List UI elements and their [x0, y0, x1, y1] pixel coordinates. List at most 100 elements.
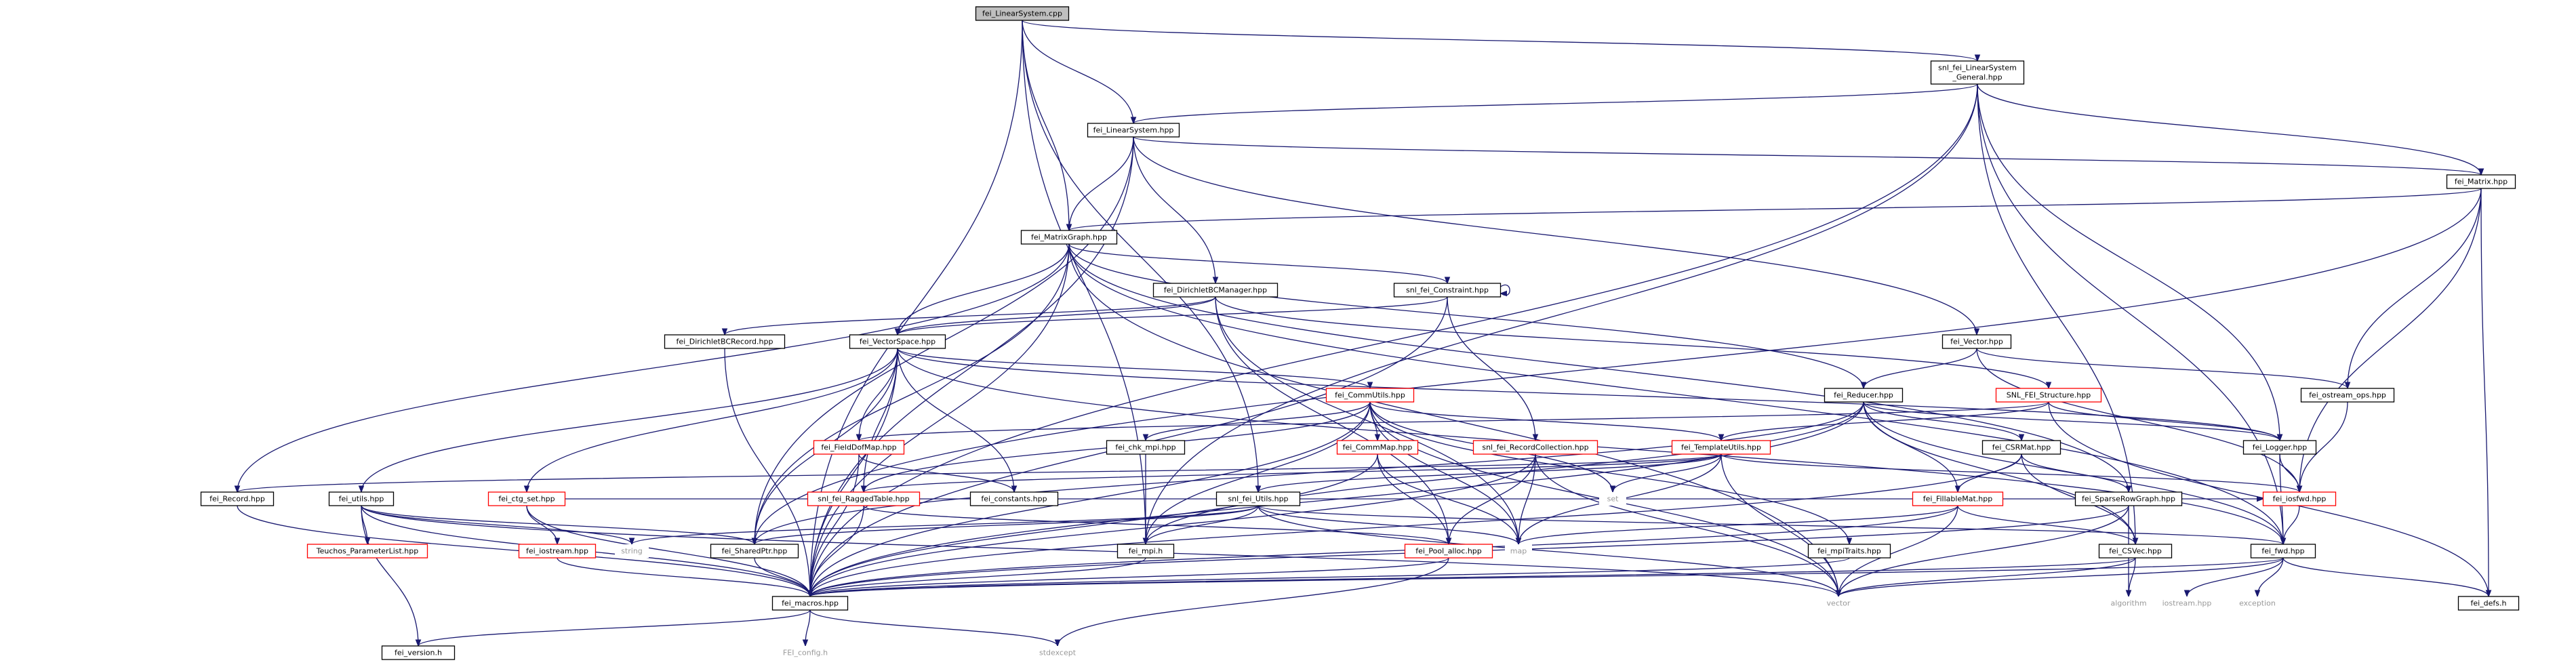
- node-box: [1393, 283, 1502, 298]
- node-fei-macros-hpp[interactable]: fei_macros.hpp: [771, 596, 849, 611]
- node-fei-mpitraits-hpp[interactable]: fei_mpiTraits.hpp: [1807, 544, 1891, 559]
- edge: [754, 557, 813, 598]
- edge-fei_LinearSystem_hpp-to-fei_macros_hpp: [809, 136, 1134, 597]
- node-fei-fwd-hpp[interactable]: fei_fwd.hpp: [2250, 544, 2316, 559]
- node-snl-fei-linearsystem-general-hpp[interactable]: snl_fei_LinearSystem_General.hpp: [1930, 60, 2025, 85]
- node-fei-defs-h[interactable]: fei_defs.h: [2457, 596, 2520, 611]
- edge-fei_VectorSpace_hpp-to-fei_FieldDofMap_hpp: [858, 348, 898, 441]
- edge-arrowhead: [1142, 538, 1149, 546]
- edge-fei_Pool_alloc_hpp-to-fei_macros_hpp: [809, 557, 1449, 597]
- edge: [1369, 401, 1853, 546]
- node-fei-iosfwd-hpp[interactable]: fei_iosfwd.hpp: [2262, 491, 2337, 506]
- edge: [2344, 188, 2482, 390]
- node-label: _General.hpp: [1952, 73, 2002, 82]
- node-snl-fei-recordcollection-hpp[interactable]: snl_fei_RecordCollection.hpp: [1472, 440, 1598, 455]
- node-fei-linearsystem-cpp[interactable]: fei_LinearSystem.cpp: [975, 6, 1070, 21]
- node-fei-constants-hpp[interactable]: fei_constants.hpp: [969, 491, 1059, 506]
- edge-fei_LinearSystem_hpp-to-fei_Vector_hpp: [1133, 136, 1977, 336]
- edge-arrowhead: [2183, 590, 2190, 598]
- node-label: fei_DirichletBCRecord.hpp: [677, 338, 773, 346]
- node-fei-linearsystem-hpp[interactable]: fei_LinearSystem.hpp: [1087, 123, 1180, 138]
- node-fei-chk-mpi-hpp[interactable]: fei_chk_mpi.hpp: [1106, 440, 1186, 455]
- edge-arrowhead: [1011, 485, 1018, 493]
- edge-snl_fei_RaggedTable_hpp-to-fei_macros_hpp: [809, 505, 864, 597]
- node-box: [2250, 544, 2316, 559]
- edge-fei_LinearSystem_cpp-to-snl_fei_LinearSystem_General_hpp: [1022, 20, 1978, 62]
- node-snl-fei-constraint-hpp[interactable]: snl_fei_Constraint.hpp: [1393, 283, 1502, 298]
- node-box: [773, 646, 838, 660]
- node-fei-sharedptr-hpp[interactable]: fei_SharedPtr.hpp: [710, 544, 799, 559]
- edge-arrowhead: [628, 538, 635, 546]
- node-box: [807, 491, 921, 506]
- node-fei-mpi-h[interactable]: fei_mpi.h: [1116, 544, 1175, 559]
- edge-arrowhead: [2344, 382, 2351, 390]
- node-label: fei_ctg_set.hpp: [498, 495, 555, 504]
- edge-arrowhead: [1973, 328, 1980, 336]
- edge-fei_Logger_hpp-to-fei_iosfwd_hpp: [2279, 453, 2300, 493]
- node-fei-sparserowgraph-hpp[interactable]: fei_SparseRowGraph.hpp: [2074, 491, 2183, 506]
- edge-arrowhead: [2276, 434, 2283, 442]
- edge: [1976, 348, 2351, 390]
- node-snl-fei-utils-hpp[interactable]: snl_fei_Utils.hpp: [1215, 491, 1301, 506]
- node-box: [306, 544, 428, 559]
- node-fei-reducer-hpp[interactable]: fei_Reducer.hpp: [1824, 388, 1904, 403]
- node-box: [2107, 596, 2150, 610]
- node-fei-csrmat-hpp[interactable]: fei_CSRMat.hpp: [1981, 440, 2061, 455]
- edge-arrowhead: [1066, 224, 1072, 232]
- edge-fei_MatrixGraph_hpp-to-fei_SparseRowGraph_hpp: [1068, 243, 2129, 493]
- node-box: [518, 544, 597, 559]
- node-fei-dirichletbcmanager-hpp[interactable]: fei_DirichletBCManager.hpp: [1152, 283, 1279, 298]
- node-fei-matrix-hpp[interactable]: fei_Matrix.hpp: [2446, 174, 2516, 189]
- edge-fei_Vector_hpp-to-fei_ostream_ops_hpp: [1976, 348, 2348, 389]
- edge-fei_MatrixGraph_hpp-to-vector: [1068, 243, 1839, 597]
- node-snl-fei-raggedtable-hpp[interactable]: snl_fei_RaggedTable.hpp: [807, 491, 921, 506]
- node-label: snl_fei_LinearSystem: [1938, 64, 2017, 73]
- edge-arrowhead: [807, 590, 813, 598]
- edge-arrowhead: [1130, 117, 1137, 125]
- node-fei-templateutils-hpp[interactable]: fei_TemplateUtils.hpp: [1671, 440, 1771, 455]
- edge-snl_fei_LinearSystem_General_hpp-to-fei_Matrix_hpp: [1977, 83, 2482, 176]
- edge: [1133, 136, 2484, 176]
- node-snl-fei-structure-hpp[interactable]: SNL_FEI_Structure.hpp: [1995, 388, 2102, 403]
- edge: [2048, 401, 2283, 442]
- node-label: fei_MatrixGraph.hpp: [1031, 233, 1107, 242]
- edge: [1054, 557, 1449, 647]
- node-fei-utils-hpp[interactable]: fei_utils.hpp: [328, 491, 395, 506]
- node-box: [1020, 230, 1118, 245]
- edge: [1022, 20, 1262, 493]
- node-fei-ctg-set-hpp[interactable]: fei_ctg_set.hpp: [487, 491, 566, 506]
- node-fei-commmap-hpp[interactable]: fei_CommMap.hpp: [1336, 440, 1419, 455]
- node-label: fei_constants.hpp: [981, 495, 1047, 504]
- edge: [2279, 453, 2303, 493]
- node-fei-fillablemat-hpp[interactable]: fei_FillableMat.hpp: [1912, 491, 2004, 506]
- node-box: [813, 440, 905, 455]
- node-fei-iostream-hpp[interactable]: fei_iostream.hpp: [518, 544, 597, 559]
- node-box: [2457, 596, 2520, 611]
- node-fei-logger-hpp[interactable]: fei_Logger.hpp: [2242, 440, 2317, 455]
- node-fei-vectorspace-hpp[interactable]: fei_VectorSpace.hpp: [849, 334, 946, 349]
- edge: [894, 243, 1070, 336]
- edge-fei_TemplateUtils_hpp-to-snl_fei_RaggedTable_hpp: [863, 453, 1722, 493]
- node-fei-ostream-ops-hpp[interactable]: fei_ostream_ops.hpp: [2300, 388, 2395, 403]
- node-fei-version-h[interactable]: fei_version.h: [381, 645, 456, 660]
- node-fei-dirichletbcrecord-hpp[interactable]: fei_DirichletBCRecord.hpp: [664, 334, 786, 349]
- node-fei-csvec-hpp[interactable]: fei_CSVec.hpp: [2098, 544, 2173, 559]
- edge-fei_LinearSystem_cpp-to-fei_MatrixGraph_hpp: [1022, 20, 1070, 231]
- edge-fei_Matrix_hpp-to-fei_ostream_ops_hpp: [2347, 188, 2482, 389]
- node-teuchos-parameterlist-hpp[interactable]: Teuchos_ParameterList.hpp: [306, 544, 428, 559]
- node-fei-matrixgraph-hpp[interactable]: fei_MatrixGraph.hpp: [1020, 230, 1118, 245]
- node-fei-vector-hpp[interactable]: fei_Vector.hpp: [1941, 334, 2012, 349]
- edge-snl_fei_Utils_hpp-to-fei_fwd_hpp: [1257, 505, 2284, 545]
- node-fei-record-hpp[interactable]: fei_Record.hpp: [200, 491, 275, 506]
- edge-fei_fwd_hpp-to-fei_defs_h: [2282, 557, 2489, 597]
- edge: [724, 348, 813, 598]
- node-label: fei_chk_mpi.hpp: [1115, 443, 1175, 452]
- edge-arrowhead: [802, 639, 809, 647]
- node-fei-commutils-hpp[interactable]: fei_CommUtils.hpp: [1325, 388, 1415, 403]
- node-box: [1336, 440, 1419, 455]
- edge-arrowhead: [1445, 538, 1452, 546]
- node-fei-pool-alloc-hpp[interactable]: fei_Pool_alloc.hpp: [1404, 544, 1493, 559]
- node-fei-fielddofmap-hpp[interactable]: fei_FieldDofMap.hpp: [813, 440, 905, 455]
- node-box: [1404, 544, 1493, 559]
- edge-fei_DirichletBCManager_hpp-to-fei_DirichletBCRecord_hpp: [724, 296, 1216, 336]
